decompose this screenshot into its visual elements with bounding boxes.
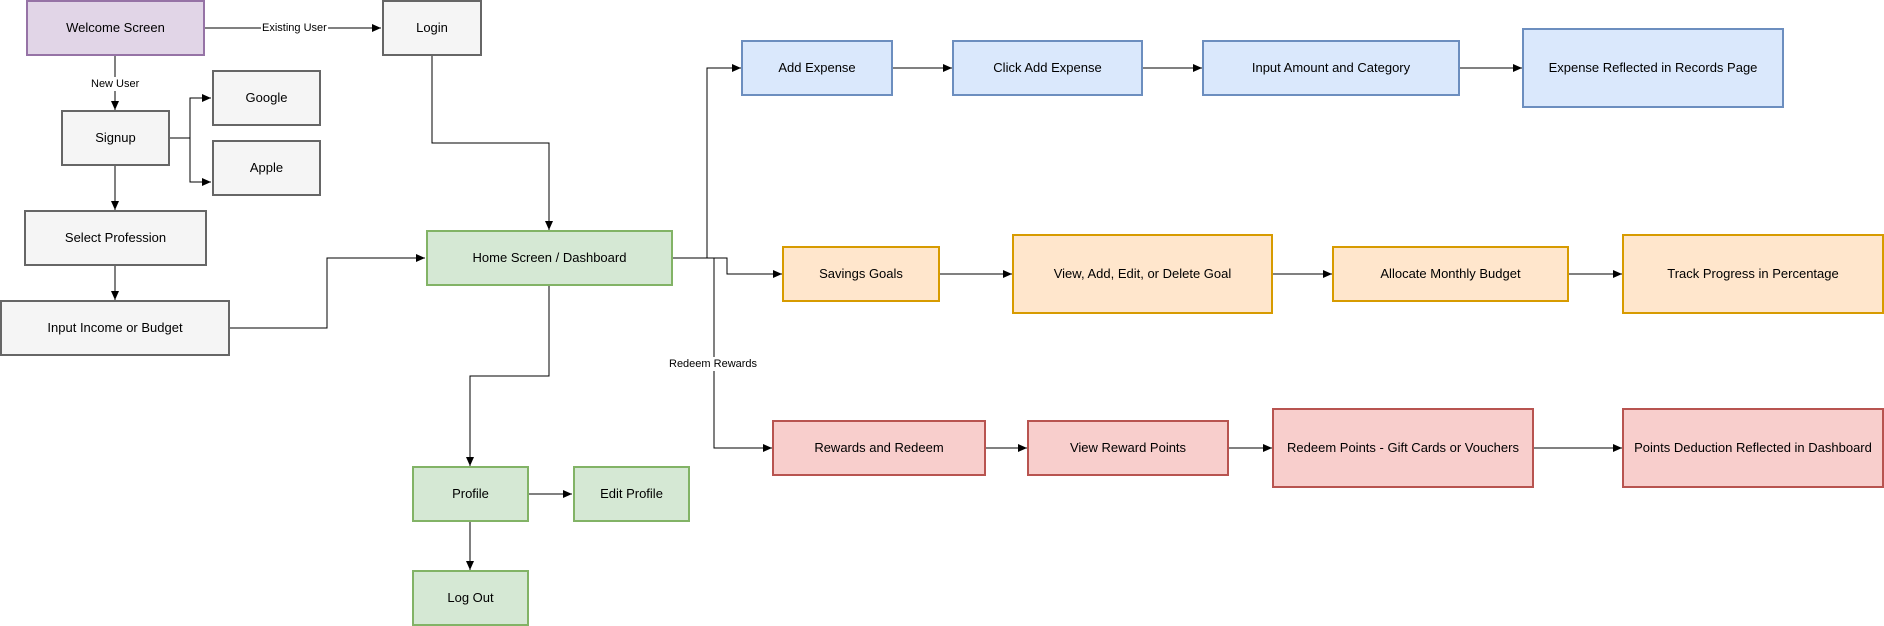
node-savings-goals[interactable]: Savings Goals [782, 246, 940, 302]
edge-income-home [229, 254, 425, 329]
node-points-deduction[interactable]: Points Deduction Reflected in Dashboard [1622, 408, 1884, 488]
node-home-dashboard[interactable]: Home Screen / Dashboard [426, 230, 673, 286]
node-view-add-edit-goal[interactable]: View, Add, Edit, or Delete Goal [1012, 234, 1273, 314]
node-profile[interactable]: Profile [412, 466, 529, 522]
edge-label-redeem-rewards: Redeem Rewards [668, 357, 759, 371]
node-expense-reflected[interactable]: Expense Reflected in Records Page [1522, 28, 1784, 108]
node-redeem-points[interactable]: Redeem Points - Gift Cards or Vouchers [1272, 408, 1534, 488]
node-input-income[interactable]: Input Income or Budget [0, 300, 230, 356]
node-add-expense[interactable]: Add Expense [741, 40, 893, 96]
edge-home-savings [672, 257, 782, 278]
node-edit-profile[interactable]: Edit Profile [573, 466, 690, 522]
node-rewards-redeem[interactable]: Rewards and Redeem [772, 420, 986, 476]
node-login[interactable]: Login [382, 0, 482, 56]
node-track-progress[interactable]: Track Progress in Percentage [1622, 234, 1884, 314]
edge-login-home [431, 56, 553, 230]
edge-signup-apple [170, 137, 211, 186]
node-allocate-budget[interactable]: Allocate Monthly Budget [1332, 246, 1569, 302]
node-google[interactable]: Google [212, 70, 321, 126]
edge-home-profile [466, 286, 550, 466]
node-apple[interactable]: Apple [212, 140, 321, 196]
node-select-profession[interactable]: Select Profession [24, 210, 207, 266]
node-welcome-screen[interactable]: Welcome Screen [26, 0, 205, 56]
edge-home-addexpense [672, 64, 741, 259]
node-signup[interactable]: Signup [61, 110, 170, 166]
edge-signup-google [170, 94, 211, 139]
node-view-reward-points[interactable]: View Reward Points [1027, 420, 1229, 476]
edge-label-existing-user: Existing User [261, 21, 328, 35]
edge-home-rewards [672, 257, 772, 452]
node-input-amount-category[interactable]: Input Amount and Category [1202, 40, 1460, 96]
edge-label-new-user: New User [90, 77, 141, 91]
node-click-add-expense[interactable]: Click Add Expense [952, 40, 1143, 96]
node-log-out[interactable]: Log Out [412, 570, 529, 626]
